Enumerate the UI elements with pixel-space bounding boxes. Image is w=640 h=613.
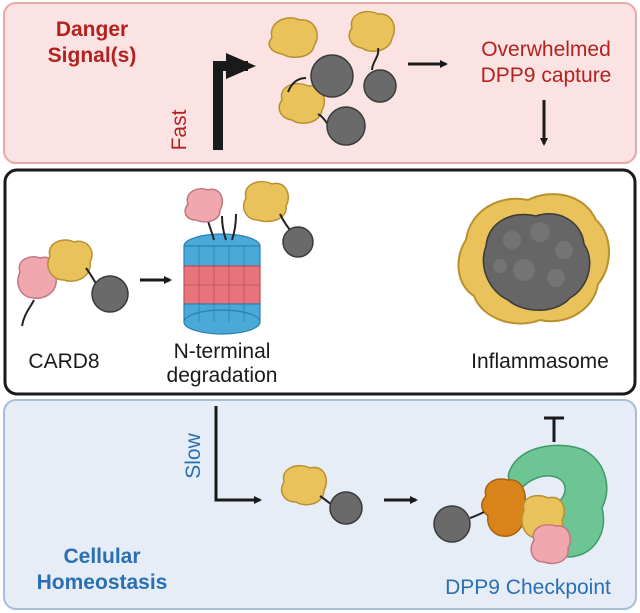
yellow-fragment-above-proteasome: [242, 180, 290, 223]
card8-gray-domain: [91, 275, 129, 313]
released-fragment-1: [268, 17, 318, 59]
released-fragment-4: [287, 77, 307, 93]
card8-protein: [17, 239, 129, 327]
pink-domain-checkpoint: [530, 524, 572, 565]
released-fragment-bottom: [280, 464, 328, 506]
inflammasome: [457, 193, 610, 325]
homeostasis-panel: Slow Cellular Homeostasis DPP9 Checkpoin…: [3, 399, 637, 610]
danger-title-line1: Danger: [56, 18, 128, 41]
overwhelmed-line2: DPP9 capture: [481, 64, 612, 87]
inflammasome-label: Inflammasome: [471, 350, 609, 373]
gray-domain-top-1: [310, 54, 354, 98]
gray-domain-top-3: [326, 106, 366, 146]
homeostasis-title-line2: Homeostasis: [37, 571, 168, 594]
fast-label: Fast: [168, 109, 191, 150]
gray-fragment-above-proteasome: [282, 226, 314, 258]
released-fragment-2: [348, 10, 396, 71]
slow-label: Slow: [182, 432, 205, 478]
degradation-line1: N-terminal: [174, 340, 271, 363]
danger-title-line2: Signal(s): [48, 44, 137, 67]
inhibition-bar: [544, 416, 564, 442]
homeostasis-title-line1: Cellular: [63, 545, 140, 568]
middle-panel: CARD8: [3, 168, 637, 396]
danger-panel: Danger Signal(s) Fast Overwhelmed DPP9 c…: [3, 2, 637, 164]
gray-domain-top-2: [363, 69, 397, 103]
dpp9-checkpoint-complex: [433, 444, 608, 565]
card8-yellow-domain: [47, 239, 93, 282]
proteasome: [183, 211, 261, 335]
slow-pathway-arrow: [214, 406, 262, 504]
overwhelmed-line1: Overwhelmed: [481, 38, 611, 61]
pink-fragment-above-proteasome: [184, 188, 224, 223]
gray-domain-checkpoint: [433, 505, 471, 543]
dpp9-checkpoint-label: DPP9 Checkpoint: [445, 576, 611, 599]
homeostasis-panel-background: [3, 399, 637, 610]
gray-domain-bottom: [329, 491, 363, 525]
degradation-line2: degradation: [167, 364, 278, 387]
card8-label: CARD8: [28, 350, 99, 373]
fast-pathway-arrow: [213, 53, 256, 150]
